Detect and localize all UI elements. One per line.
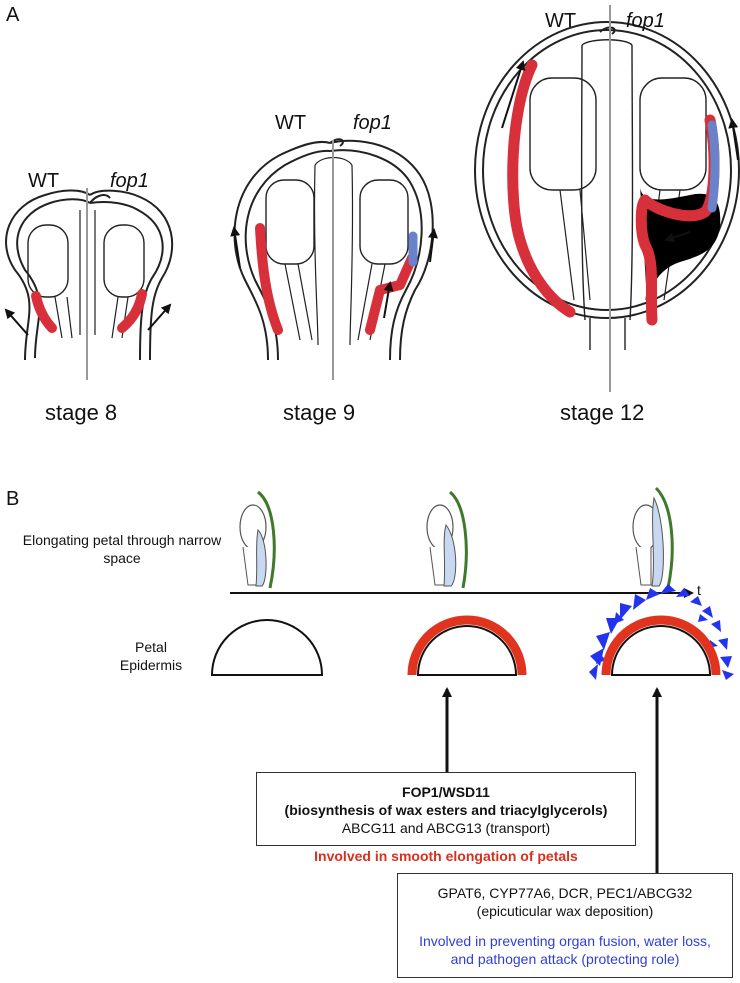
- epidermis-wax-inner: [610, 625, 712, 676]
- row-label-petal-epidermis: Petal Epidermis: [119, 639, 183, 673]
- epidermis-cuticle-inner: [416, 625, 518, 676]
- fop1-label-stage8: fop1: [110, 170, 149, 192]
- fop1-wsd11-box: FOP1/WSD11 (biosynthesis of wax esters a…: [256, 772, 636, 864]
- fop1-label-stage9: fop1: [353, 112, 392, 134]
- panel-letter-b: B: [6, 488, 20, 510]
- arrow-fop1-stage12-inner: [664, 231, 691, 243]
- box1-title-line1: FOP1/WSD11: [402, 784, 490, 800]
- epidermis-bare: [210, 619, 324, 676]
- panel-letter-a: A: [6, 4, 20, 26]
- wax-layer-fop1-stage8: [117, 289, 147, 333]
- wax-layer-wt-stage12: [507, 59, 576, 318]
- arrow-fop1-stage9-inner: [383, 281, 394, 319]
- box1-role: Involved in smooth elongation of petals: [314, 848, 578, 864]
- stage-8-label: stage 8: [45, 400, 118, 425]
- blue-patch-fop1-stage12: [707, 120, 720, 213]
- epicuticular-wax-crystals: [589, 584, 734, 680]
- epicuticular-wax-box: GPAT6, CYP77A6, DCR, PEC1/ABCG32 (epicut…: [397, 873, 733, 978]
- wt-label-stage8: WT: [28, 170, 60, 192]
- wt-label-stage9: WT: [275, 112, 307, 134]
- epidermis-wax-cuticle: [601, 615, 721, 676]
- box1-transport: ABCG11 and ABCG13 (transport): [341, 820, 551, 836]
- wax-layer-wt-stage9: [255, 223, 283, 335]
- stage-9-label: stage 9: [283, 400, 356, 425]
- arrow-wt-stage8: [4, 308, 29, 336]
- arrow-fop1-stage9-outer: [428, 228, 438, 263]
- petal-icon-2: [426, 490, 468, 589]
- arrow-wt-stage9: [230, 226, 241, 269]
- arrow-fop1-stage8: [147, 303, 172, 331]
- row-label-elongating-petal: Elongating petal through narrow space: [22, 532, 222, 566]
- wax-layer-wt-stage8: [31, 291, 57, 333]
- wax-layer-fop1-stage9: [365, 253, 417, 335]
- petal-icon-3: [632, 486, 674, 589]
- arrow-fop1-stage12-outer: [728, 118, 739, 161]
- wt-label-stage12: WT: [545, 10, 577, 32]
- bud-stage-9: [233, 138, 434, 361]
- stage-12-label: stage 12: [560, 400, 645, 425]
- time-axis-label: t: [697, 582, 701, 598]
- box2-role: Involved in preventing organ fusion, wat…: [419, 933, 711, 967]
- bud-stage-12: [474, 21, 740, 350]
- arrow-wt-stage12: [501, 60, 526, 129]
- bud-stage-8: [5, 189, 174, 361]
- box1-title-line2: (biosynthesis of wax esters and triacylg…: [284, 802, 608, 818]
- fop1-label-stage12: fop1: [626, 10, 665, 32]
- petal-icon-1: [239, 490, 276, 589]
- box2-process: (epicuticular wax deposition): [476, 903, 654, 919]
- box2-genes: GPAT6, CYP77A6, DCR, PEC1/ABCG32: [437, 885, 693, 901]
- epidermis-cuticle: [407, 615, 527, 676]
